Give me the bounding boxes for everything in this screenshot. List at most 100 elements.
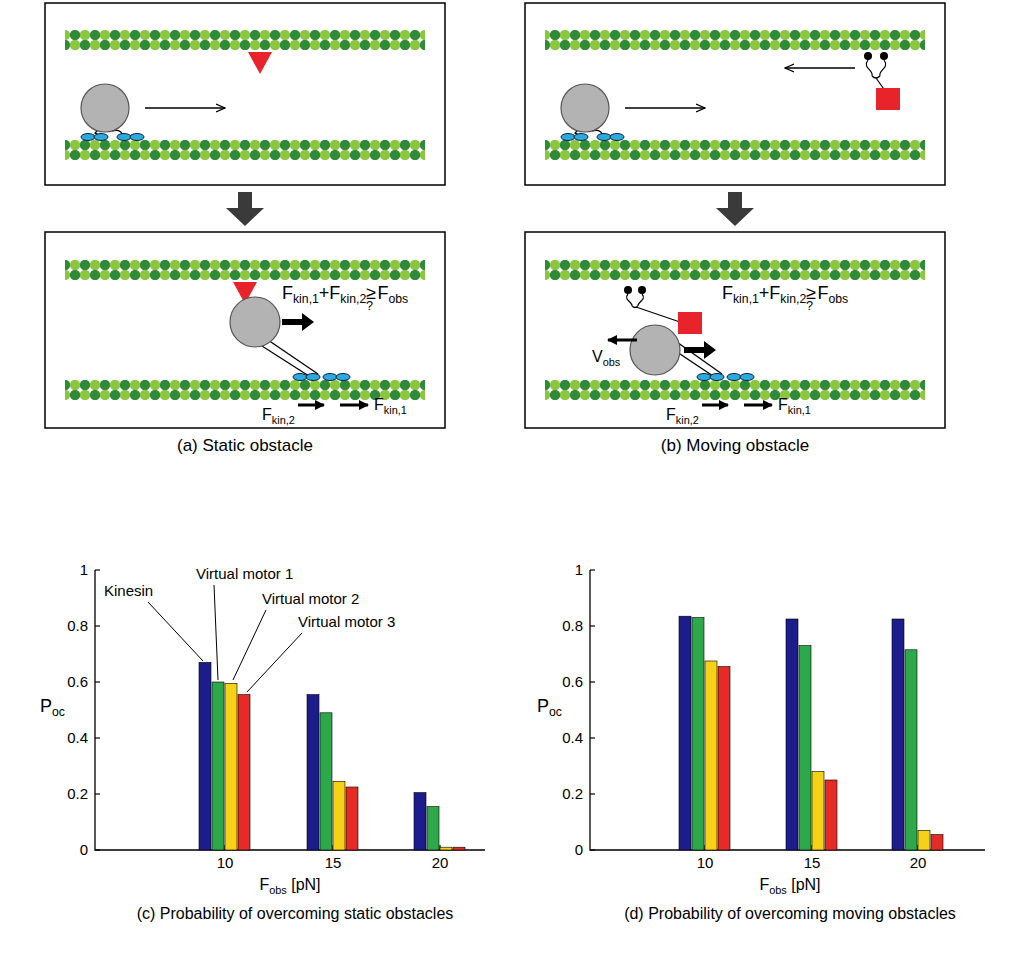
y-tick [95,569,100,570]
cargo-top-panels [81,84,705,141]
y-tick [590,737,595,738]
label-text: F [282,283,293,303]
force-balance: Fkin,1+Fkin,2≥?Fobs [282,284,408,307]
art-ellipse [710,374,724,381]
label-text: (a) Static obstacle [177,436,313,455]
label-text: 15 [804,854,821,871]
art-circle [630,325,680,375]
art-line [145,107,225,109]
bar [812,772,824,850]
subscript: kin,2 [780,292,806,306]
art-path [866,60,886,92]
force-balance: Fkin,1+Fkin,2≥?Fobs [722,284,848,307]
label-text: [pN] [787,876,821,893]
label-text: 0 [80,841,88,858]
label-text: 10 [217,854,234,871]
art-ellipse [610,134,624,141]
label-text: 10 [697,854,714,871]
tick-label: 0.4 [562,730,583,747]
subscript: kin,2 [676,414,699,426]
tick-label: 0.2 [562,786,583,803]
art-rect [545,140,925,160]
art-ellipse [293,374,307,381]
label-text: (c) Probability of overcoming static obs… [137,905,454,922]
tick-label: 15 [325,855,342,872]
label-text: 20 [910,854,927,871]
art-rect [545,380,925,400]
subscript: obs [388,292,408,306]
bar [705,661,717,850]
axis-title: Poc [537,697,562,720]
label-text: 0.8 [562,617,583,634]
art-ellipse [306,374,320,381]
tick-label: 10 [217,855,234,872]
force-label: Fkin,1 [374,396,407,417]
y-tick [95,625,100,626]
label-text: 0.2 [562,785,583,802]
subscript: kin,1 [788,404,811,416]
art-circle [864,52,872,60]
art-ellipse [740,374,754,381]
bar [199,662,211,850]
panel-caption: (d) Probability of overcoming moving obs… [624,905,956,923]
bar [225,683,237,850]
label-text: Virtual motor 2 [262,590,359,607]
art-ellipse [697,374,711,381]
velocity-label: Vobs [592,348,620,369]
subscript: obs [269,884,287,896]
bar [679,616,691,850]
label-text: 0.6 [562,673,583,690]
bar [918,830,930,850]
art-line [702,404,728,407]
art-line [744,404,772,407]
art-circle [638,286,646,294]
force-label: Fkin,2 [666,406,699,427]
label-text: ? [806,300,813,314]
label-text: Kinesin [104,582,153,599]
tick-label: 0 [80,842,88,859]
bar [320,713,332,850]
art-rect [65,30,425,50]
tick-label: 0.6 [67,674,88,691]
label-text: +F [759,283,781,303]
label-text: 15 [325,854,342,871]
label-text: 20 [432,854,449,871]
art-line [625,107,705,109]
subscript: obs [769,884,787,896]
art-circle [561,84,609,132]
art-ellipse [81,134,95,141]
art-path [95,570,485,850]
art-line [233,610,266,680]
label-text: F [262,406,272,423]
art-ellipse [561,134,575,141]
y-tick [590,793,595,794]
art-rect [45,232,445,428]
bar [333,781,345,850]
bar [346,787,358,850]
bar [453,847,465,850]
subscript: kin,2 [340,292,366,306]
art-line [262,346,312,378]
panel-caption: (b) Moving obstacle [661,437,809,456]
y-tick [590,569,595,570]
cargo-lower-b [608,286,772,405]
tick-label: 0.2 [67,786,88,803]
art-rect [65,260,425,280]
art-ellipse [130,134,144,141]
art-ellipse [597,134,611,141]
art-line [608,339,637,342]
label-text: (b) Moving obstacle [661,436,809,455]
y-tick [95,793,100,794]
art-rect [545,260,925,280]
bar [238,695,250,850]
subscript: kin,1 [384,404,407,416]
art-polygon [684,341,716,359]
label-text: 0.8 [67,617,88,634]
axis-ticks [95,570,918,850]
tick-label: 20 [910,855,927,872]
art-ellipse [336,374,350,381]
art-rect [545,30,925,50]
subscript: oc [549,705,562,719]
callout-label: Virtual motor 2 [262,591,359,608]
label-text: Virtual motor 3 [298,613,395,630]
